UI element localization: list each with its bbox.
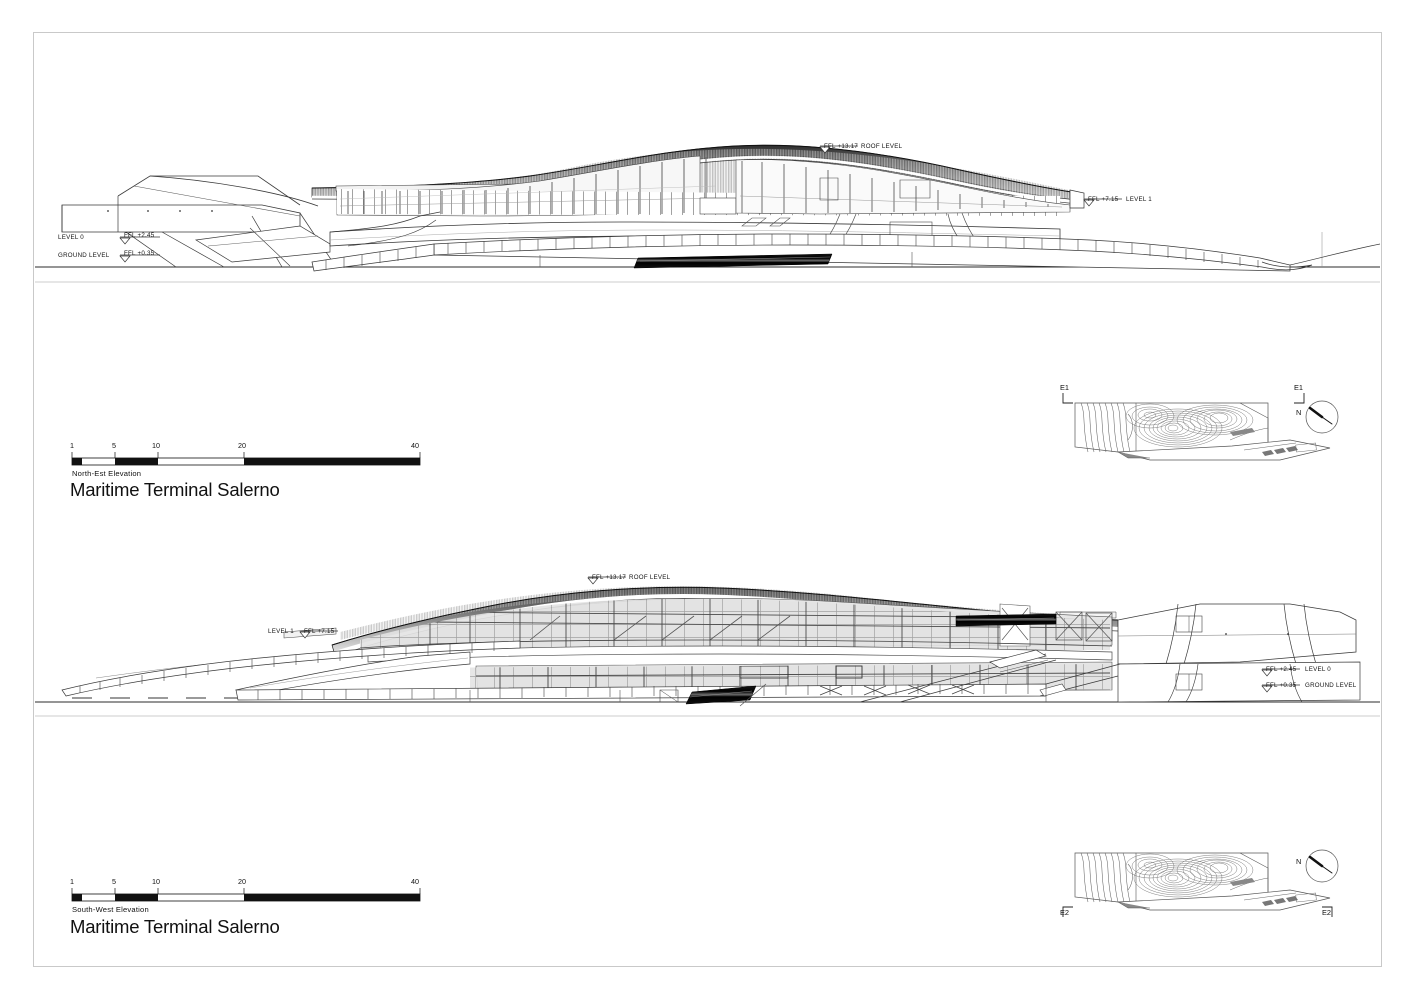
scale-tick-1-bottom: 1 bbox=[70, 877, 74, 886]
south-west-elevation-drawing bbox=[35, 576, 1380, 717]
ffl-label-ground-top: FFL +0.35 bbox=[124, 250, 155, 257]
scale-tick-10-bottom: 10 bbox=[152, 877, 160, 886]
level-label-level0-bottom: LEVEL 0 bbox=[1305, 666, 1331, 673]
scale-bar-north-east bbox=[71, 452, 421, 466]
section-tag-e2-right: E2 bbox=[1322, 908, 1332, 917]
key-plan-north-east bbox=[1062, 393, 1339, 461]
elevation-caption-bottom: South-West Elevation bbox=[72, 905, 149, 914]
north-label-bottom: N bbox=[1296, 857, 1302, 866]
level-label-level1-bottom: LEVEL 1 bbox=[268, 628, 294, 635]
drawing-title-bottom: Maritime Terminal Salerno bbox=[70, 916, 280, 937]
level-label-roof-bottom: ROOF LEVEL bbox=[629, 574, 671, 581]
scale-tick-40-bottom: 40 bbox=[411, 877, 419, 886]
scale-tick-5-top: 5 bbox=[112, 441, 116, 450]
level-label-ground-top: GROUND LEVEL bbox=[58, 252, 110, 259]
section-tag-e2-left: E2 bbox=[1060, 908, 1070, 917]
scale-tick-40-top: 40 bbox=[411, 441, 419, 450]
section-tag-e1-right: E1 bbox=[1294, 383, 1304, 392]
scale-tick-1-top: 1 bbox=[70, 441, 74, 450]
level-label-ground-bottom: GROUND LEVEL bbox=[1305, 682, 1357, 689]
section-tag-e1-left: E1 bbox=[1060, 383, 1070, 392]
level-label-level0-top: LEVEL 0 bbox=[58, 234, 84, 241]
ffl-label-level0-bottom: FFL +2.45 bbox=[1266, 666, 1297, 673]
scale-tick-10-top: 10 bbox=[152, 441, 160, 450]
level-label-roof-top: ROOF LEVEL bbox=[861, 143, 903, 150]
scale-bar-south-west bbox=[71, 888, 421, 902]
north-east-elevation-drawing bbox=[35, 144, 1381, 283]
drawing-title-top: Maritime Terminal Salerno bbox=[70, 479, 280, 500]
scale-tick-20-bottom: 20 bbox=[238, 877, 246, 886]
level-label-level1-top: LEVEL 1 bbox=[1126, 196, 1152, 203]
scale-tick-20-top: 20 bbox=[238, 441, 246, 450]
elevation-caption-top: North-Est Elevation bbox=[72, 469, 142, 478]
ffl-label-level0-top: FFL +2.45 bbox=[124, 232, 155, 239]
ffl-label-level1-top: FFL +7.15 bbox=[1088, 196, 1119, 203]
ffl-label-level1-bottom: FFL +7.15 bbox=[304, 628, 335, 635]
ffl-label-ground-bottom: FFL +0.35 bbox=[1266, 682, 1297, 689]
north-label-top: N bbox=[1296, 408, 1302, 417]
scale-tick-5-bottom: 5 bbox=[112, 877, 116, 886]
key-plan-south-west bbox=[1062, 849, 1339, 917]
ffl-label-roof-bottom: FFL +13.17 bbox=[592, 574, 627, 581]
ffl-label-roof-top: FFL +13.17 bbox=[824, 143, 859, 150]
